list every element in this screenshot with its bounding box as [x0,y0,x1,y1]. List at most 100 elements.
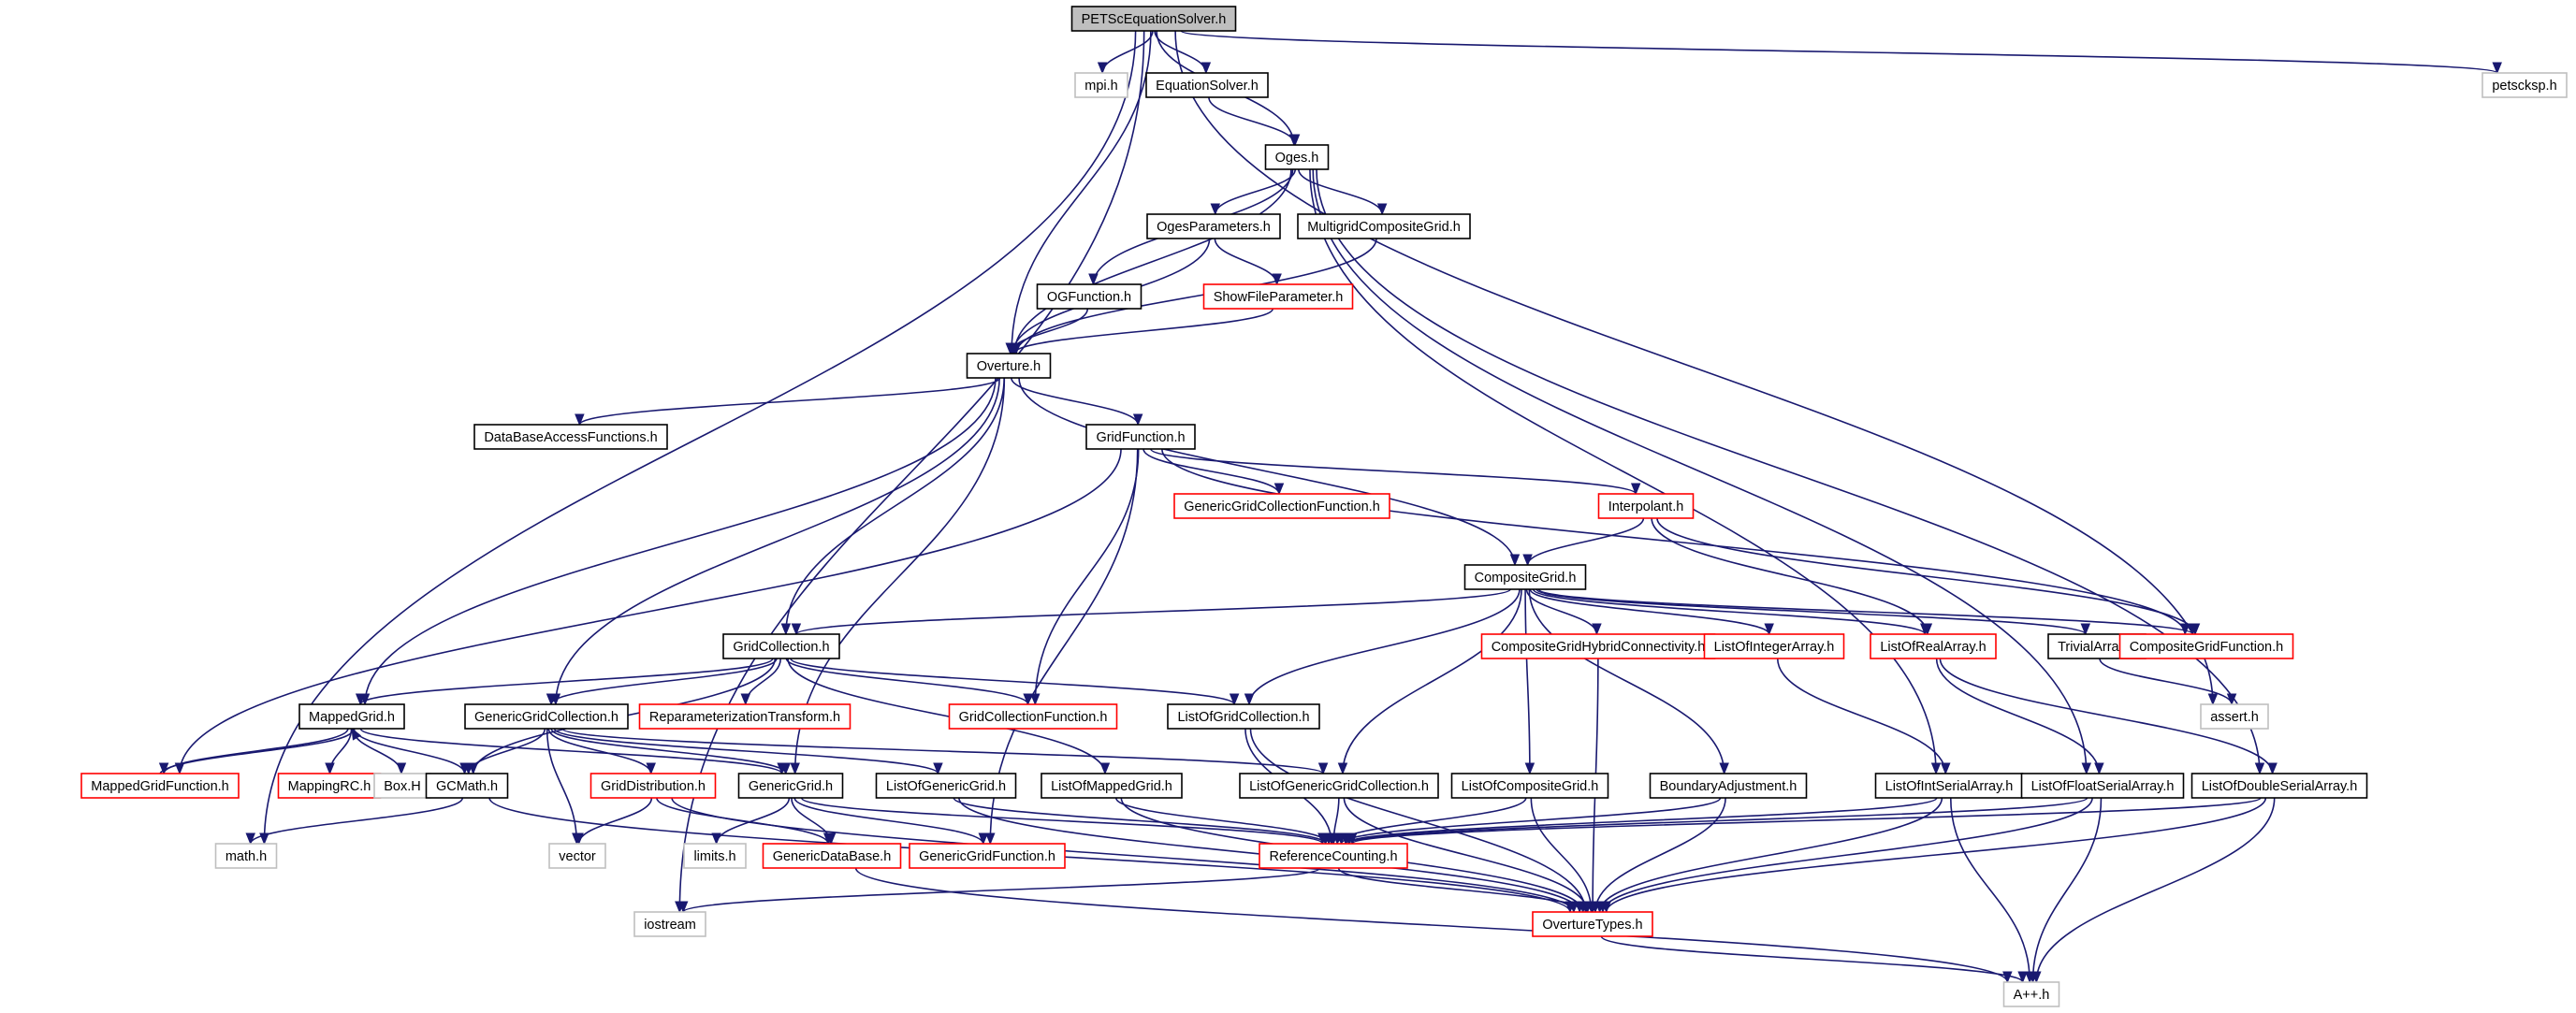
node-vector[interactable]: vector [548,843,606,869]
edge-genericgrid-to-ggfunction [793,797,984,845]
node-label: Overture.h [977,359,1041,374]
edge-ogesparams-to-showfile [1214,238,1278,285]
node-box [1036,283,1142,310]
edge-arrowhead [646,762,656,775]
edge-arrowhead [1132,413,1143,427]
node-listofgenericgridcollection-h[interactable]: ListOfGenericGridCollection.h [1239,773,1439,799]
edge-arrowhead [933,762,943,775]
node-mappedgrid-h[interactable]: MappedGrid.h [298,703,405,730]
node-listofdoubleserialarray-h[interactable]: ListOfDoubleSerialArray.h [2190,773,2368,799]
node-gcmath-h[interactable]: GCMath.h [425,773,509,799]
edge-overture-to-ggcollection [555,377,1000,705]
node-assert-h[interactable]: assert.h [2200,703,2269,730]
edge-arrowhead [1592,623,1602,636]
node-gridcollectionfunction-h[interactable]: GridCollectionFunction.h [948,703,1118,730]
node-label: ListOfDoubleSerialArray.h [2202,779,2358,794]
node-label: PETScEquationSolver.h [1082,12,1227,27]
node-genericgridfunction-h[interactable]: GenericGridFunction.h [909,843,1066,869]
node-ogesparameters-h[interactable]: OgesParameters.h [1146,213,1281,239]
edge-arrowhead [1023,693,1033,706]
node-reparameterizationtransform-h[interactable]: ReparameterizationTransform.h [638,703,851,730]
node-listofintserialarray-h[interactable]: ListOfIntSerialArray.h [1874,773,2024,799]
node-label: Interpolant.h [1608,499,1684,514]
node-box-h[interactable]: Box.H [373,773,431,799]
node-gridcollection-h[interactable]: GridCollection.h [722,633,840,659]
node-referencecounting-h[interactable]: ReferenceCounting.h [1259,843,1408,869]
node-label: GenericGridFunction.h [919,849,1055,864]
node-box [2002,981,2060,1007]
edge-arrowhead [1941,762,1951,775]
node-label: mpi.h [1084,79,1117,94]
node-genericgridcollection-h[interactable]: GenericGridCollection.h [464,703,629,730]
node-compositegridhybridconnectivity-h[interactable]: CompositeGridHybridConnectivity.h [1480,633,1716,659]
node-box [1450,773,1609,799]
node-box [298,703,405,730]
node-overture-h[interactable]: Overture.h [966,353,1052,379]
edge-oges-to-overture [1013,168,1292,355]
node-showfileparameter-h[interactable]: ShowFileParameter.h [1202,283,1354,310]
edge-arrowhead [740,693,751,706]
edge-petsc-to-assert [1174,30,2214,705]
node-box [548,843,606,869]
node-compositegridfunction-h[interactable]: CompositeGridFunction.h [2118,633,2294,659]
edge-ggcollection-to-listofggc [561,728,1324,774]
node-label: ListOfGridCollection.h [1177,710,1309,725]
node-mpi-h[interactable]: mpi.h [1074,72,1128,98]
node-box [1041,773,1183,799]
node-box [1597,493,1695,519]
edge-arrowhead [2179,623,2190,636]
node-listofgenericgrid-h[interactable]: ListOfGenericGrid.h [875,773,1017,799]
edge-arrowhead [2188,623,2198,636]
edge-arrowhead [2031,971,2042,984]
node-interpolant-h[interactable]: Interpolant.h [1597,493,1695,519]
edge-arrowhead [978,832,989,846]
node-box [80,773,240,799]
node-box [464,703,629,730]
node-equationsolver-h[interactable]: EquationSolver.h [1145,72,1269,98]
edge-overture-to-compositegrid [1018,377,1516,566]
edge-compositegrid-to-listofinteger [1529,588,1770,635]
edge-oges-to-listofintserial [1309,168,1937,774]
node-listofcompositegrid-h[interactable]: ListOfCompositeGrid.h [1450,773,1609,799]
node-mappedgridfunction-h[interactable]: MappedGridFunction.h [80,773,240,799]
node-ogfunction-h[interactable]: OGFunction.h [1036,283,1142,310]
node-a-h[interactable]: A++.h [2002,981,2060,1007]
node-gridfunction-h[interactable]: GridFunction.h [1085,424,1196,450]
node-limits-h[interactable]: limits.h [683,843,747,869]
node-listoffloatserialarray-h[interactable]: ListOfFloatSerialArray.h [2020,773,2185,799]
node-oges-h[interactable]: Oges.h [1264,144,1330,170]
node-genericgridcollectionfunction-h[interactable]: GenericGridCollectionFunction.h [1173,493,1390,519]
edge-arrowhead [2254,762,2265,775]
node-box [1480,633,1716,659]
node-listofintegerarray-h[interactable]: ListOfIntegerArray.h [1703,633,1845,659]
node-iostream[interactable]: iostream [633,911,706,937]
node-listofmappedgrid-h[interactable]: ListOfMappedGrid.h [1041,773,1183,799]
node-overturetypes-h[interactable]: OvertureTypes.h [1532,911,1653,937]
node-compositegrid-h[interactable]: CompositeGrid.h [1463,564,1587,590]
edge-gridfunction-to-mgfunction [179,448,1122,774]
edge-mgfunction-to-mappedgrid [159,728,353,774]
node-genericgrid-h[interactable]: GenericGrid.h [737,773,844,799]
edge-ggcollection-to-griddist [547,728,652,774]
node-mappingrc-h[interactable]: MappingRC.h [277,773,382,799]
node-label: ListOfIntSerialArray.h [1885,779,2014,794]
node-databaseaccessfunctions-h[interactable]: DataBaseAccessFunctions.h [473,424,668,450]
node-multigridcompositegrid-h[interactable]: MultigridCompositeGrid.h [1297,213,1471,239]
node-listofgridcollection-h[interactable]: ListOfGridCollection.h [1167,703,1320,730]
node-math-h[interactable]: math.h [214,843,278,869]
node-label: GenericDataBase.h [773,849,892,864]
node-petscequationsolver-h[interactable]: PETScEquationSolver.h [1070,6,1237,32]
edge-boundaryadj-to-overturetypes [1594,797,1726,913]
node-label: GCMath.h [436,779,498,794]
edge-arrowhead [463,762,473,775]
node-box [948,703,1118,730]
node-petscksp-h[interactable]: petscksp.h [2481,72,2568,98]
node-griddistribution-h[interactable]: GridDistribution.h [589,773,717,799]
node-boundaryadjustment-h[interactable]: BoundaryAdjustment.h [1649,773,1808,799]
node-listofrealarray-h[interactable]: ListOfRealArray.h [1870,633,1997,659]
node-genericdatabase-h[interactable]: GenericDataBase.h [762,843,902,869]
edge-listofdoubleserial-to-overturetypes [1605,797,2267,913]
node-label: TrivialArray.h [2058,640,2136,655]
edge-refcount-to-overturetypes [1337,867,1589,913]
